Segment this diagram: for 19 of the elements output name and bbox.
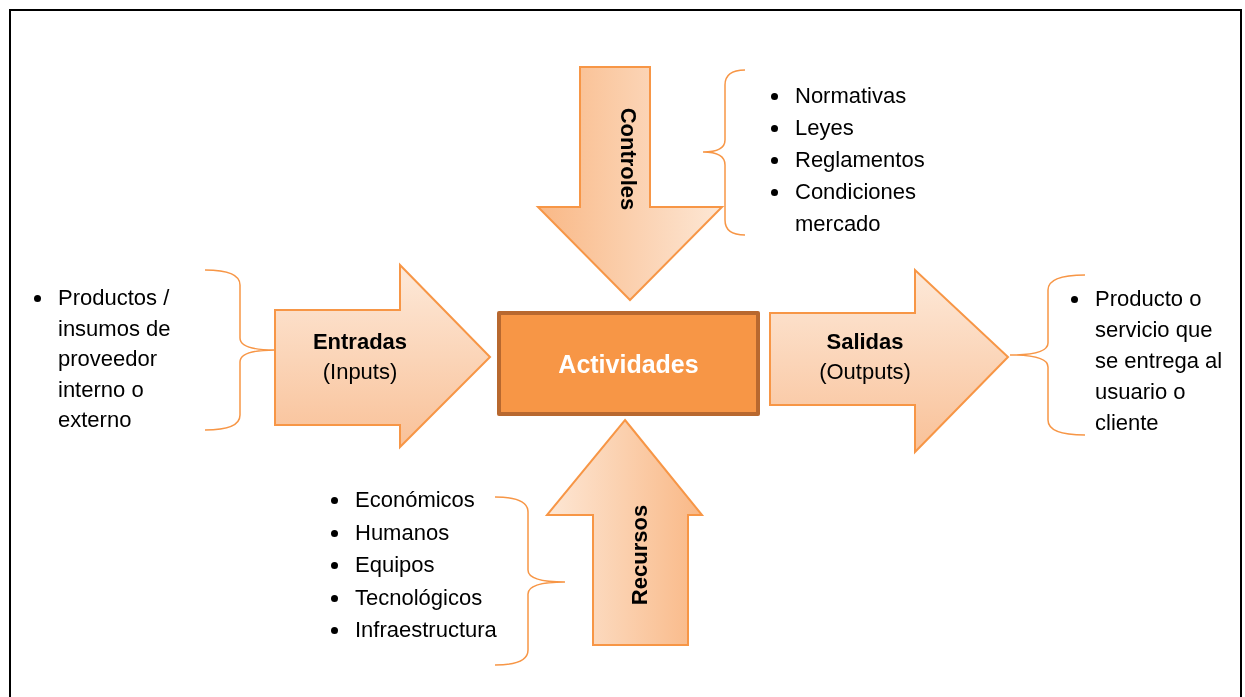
bullet-item: Condiciones mercado [765,176,960,240]
bullet-item: Producto o servicio que se entrega al usuario o cliente [1065,283,1240,438]
arrow-subtitle: (Inputs) [322,358,398,386]
bullet-item: Normativas [765,80,960,112]
bullet-item: Equipos [325,549,535,582]
bullet-item: Productos / insumos de proveedor interno o externo [28,283,203,436]
bullet-item: Tecnológicos [325,581,535,614]
bullet-item: Económicos [325,484,535,517]
bullet-item: Leyes [765,112,960,144]
process-box [497,311,760,416]
arrow-subtitle: (Outputs) [819,358,911,386]
bullet-item: Infraestructura [325,614,535,647]
box-label: Actividades [558,348,699,379]
arrow-title: Recursos [626,504,653,606]
arrow-title: Controles [615,107,642,211]
bullet-item: Humanos [325,516,535,549]
arrow-title: Entradas [312,328,408,356]
bullet-item: Reglamentos [765,144,960,176]
arrow-title: Salidas [826,328,904,356]
